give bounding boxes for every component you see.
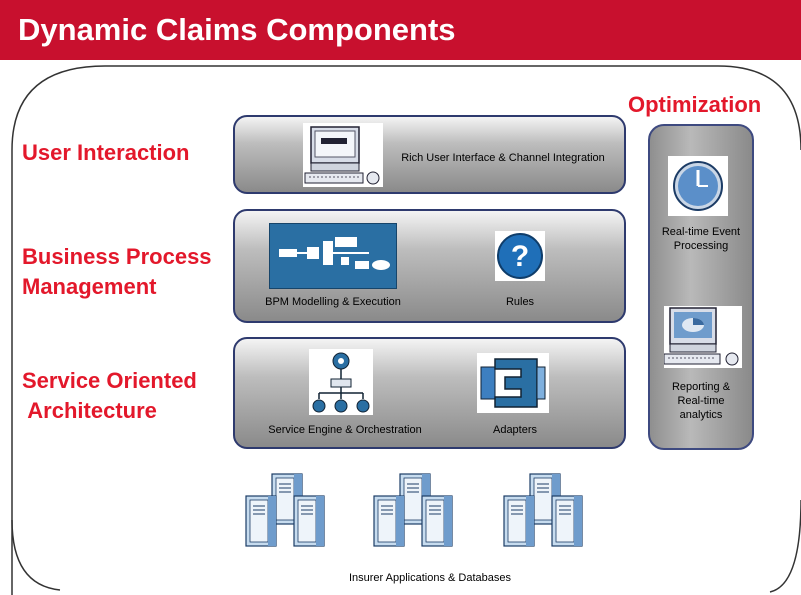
layer-label-bpm: Business Process Management — [22, 244, 212, 299]
server-cluster-group — [242, 470, 622, 570]
rich-ui-caption: Rich User Interface & Channel Integratio… — [401, 152, 605, 164]
question-icon: ? — [495, 231, 545, 281]
server-icon — [246, 474, 324, 546]
band-soa: Service Engine & Orchestration Adapters — [233, 337, 626, 449]
workflow-diagram-icon — [269, 223, 397, 289]
analytics-computer-icon — [664, 306, 742, 368]
clock-icon — [668, 156, 728, 216]
reporting-caption: Reporting & Real-time analytics — [671, 381, 731, 421]
layer-label-user-interaction: User Interaction — [22, 140, 190, 165]
computer-icon — [303, 123, 383, 187]
adapters-caption: Adapters — [492, 424, 538, 436]
server-icon — [374, 474, 452, 546]
rules-caption: Rules — [505, 296, 535, 308]
bpm-modelling-caption: BPM Modelling & Execution — [265, 296, 401, 308]
orchestration-tree-icon — [309, 349, 373, 415]
server-icon — [504, 474, 582, 546]
band-user-interaction: Rich User Interface & Channel Integratio… — [233, 115, 626, 194]
realtime-event-caption: Real-time Event Processing — [661, 226, 741, 252]
band-bpm: BPM Modelling & Execution ? Rules — [233, 209, 626, 323]
optimization-column: Real-time Event Processing Reporting & R… — [648, 124, 754, 450]
layer-label-soa: Service Oriented Architecture — [22, 368, 197, 423]
page-title: Dynamic Claims Components — [0, 0, 801, 60]
databases-caption: Insurer Applications & Databases — [348, 572, 512, 584]
svg-text:?: ? — [511, 240, 529, 273]
service-engine-caption: Service Engine & Orchestration — [268, 424, 422, 436]
optimization-title: Optimization — [628, 92, 762, 117]
adapter-icon — [477, 353, 549, 413]
